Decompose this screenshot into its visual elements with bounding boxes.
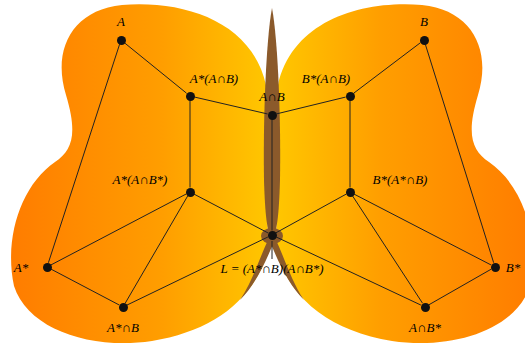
point-label: A*(A∩B*) xyxy=(113,172,168,187)
point-node: B*(A*∩B) xyxy=(346,188,355,197)
connector-line xyxy=(124,43,186,93)
left-wing xyxy=(11,4,268,343)
point-node: A*(A∩B) xyxy=(186,92,195,101)
leader-line xyxy=(272,241,273,259)
connector-line xyxy=(194,97,267,114)
butterfly-body xyxy=(240,8,304,300)
connector-line xyxy=(350,101,351,188)
connector-line xyxy=(194,194,268,233)
point-label: B*(A∩B) xyxy=(302,71,350,86)
point-node: A∩B xyxy=(268,111,277,120)
connector-line xyxy=(51,269,119,305)
connector-line xyxy=(276,97,345,114)
connector-line xyxy=(429,269,491,305)
connector-line xyxy=(272,120,273,231)
connector-line xyxy=(190,101,191,188)
point-label: A* xyxy=(14,260,28,275)
point-label: L = (A*∩B)(A∩B*) xyxy=(220,261,323,276)
point-node: A*(A∩B*) xyxy=(186,188,195,197)
point-label: A∩B xyxy=(259,89,284,104)
point-label: B*(A*∩B) xyxy=(373,172,428,187)
connector-line xyxy=(352,196,422,303)
point-label: A xyxy=(117,14,125,29)
connector-line xyxy=(48,44,119,262)
point-label: A∩B* xyxy=(409,320,441,335)
point-node: A* xyxy=(43,263,52,272)
point-node: B xyxy=(420,36,429,45)
connector-line xyxy=(425,44,493,262)
connector-line xyxy=(276,194,346,233)
point-label: B xyxy=(420,14,428,29)
point-node: L = (A*∩B)(A∩B*) xyxy=(268,231,277,240)
point-label: B* xyxy=(506,260,520,275)
point-node: B* xyxy=(491,263,500,272)
connector-line xyxy=(125,196,187,303)
point-node: A*∩B xyxy=(119,303,128,312)
point-label: A*(A∩B) xyxy=(190,71,238,86)
connector-line xyxy=(51,194,186,265)
point-node: A xyxy=(117,36,126,45)
point-label: A*∩B xyxy=(107,320,139,335)
right-wing xyxy=(276,4,525,343)
point-node: B*(A∩B) xyxy=(346,92,355,101)
point-node: A∩B* xyxy=(421,303,430,312)
connector-line xyxy=(354,43,421,94)
